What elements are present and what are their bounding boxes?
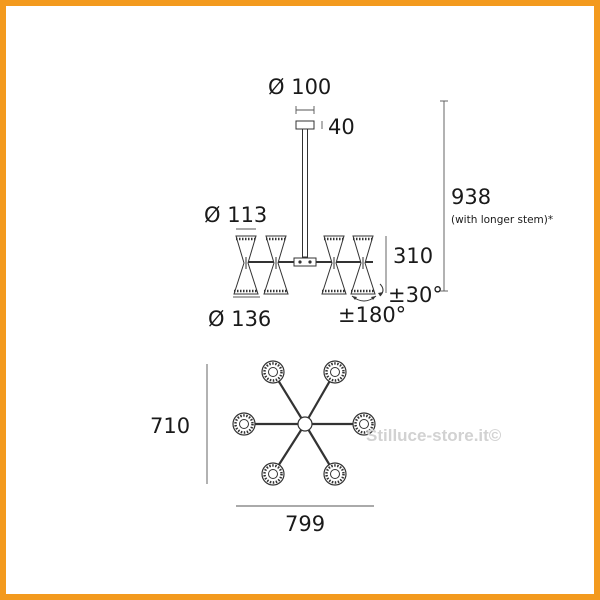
- canopy-diameter-label: Ø 100: [268, 75, 331, 99]
- lamp-rim-pattern: [325, 464, 345, 484]
- canopy-height-label: 40: [328, 115, 355, 139]
- lamp-inner-ring: [359, 419, 369, 429]
- lamp-top: [232, 412, 256, 436]
- lamp-shade: [321, 235, 347, 295]
- lamp-top: [323, 360, 347, 384]
- top-view: 710 799: [150, 360, 376, 536]
- rotation-label: ±180°: [338, 303, 406, 327]
- lamp-rim-pattern: [354, 414, 374, 434]
- central-hub: [293, 257, 317, 267]
- width-label: 799: [285, 512, 325, 536]
- lamp-shade: [263, 235, 289, 295]
- center-hub: [297, 416, 313, 432]
- hub-rivet: [298, 260, 302, 264]
- lamp-inner-ring: [239, 419, 249, 429]
- lamp-top: [261, 360, 285, 384]
- lamp-inner-ring: [268, 367, 278, 377]
- lamp-inner-ring: [330, 367, 340, 377]
- lamp-rim-pattern: [263, 464, 283, 484]
- shade-height-label: 310: [393, 244, 433, 268]
- lamp-top: [261, 462, 285, 486]
- stem: [302, 128, 308, 258]
- total-height-label: 938: [451, 185, 491, 209]
- tilt-label: ±30°: [388, 283, 443, 307]
- lamp-rim-pattern: [234, 414, 254, 434]
- lamp-rim-pattern: [325, 362, 345, 382]
- watermark: Stilluce-store.it©: [366, 426, 502, 445]
- shade-bottom-diameter-label: Ø 136: [208, 307, 271, 331]
- top-view-fixture: [232, 360, 376, 486]
- side-view: Ø 100 40 Ø 113 Ø 136 310 ±30° ±1: [204, 75, 553, 331]
- lamp-top: [323, 462, 347, 486]
- depth-label: 710: [150, 414, 190, 438]
- lamp-inner-ring: [268, 469, 278, 479]
- lamp-top: [352, 412, 376, 436]
- rotation-arrowhead-icon: [352, 296, 357, 300]
- lamp-shade: [350, 235, 376, 295]
- canopy: [295, 120, 315, 130]
- hub-rivet: [308, 260, 312, 264]
- tilt-arrow-icon: [379, 283, 384, 297]
- lamp-rim-pattern: [263, 362, 283, 382]
- tilt-arrowhead-icon: [378, 292, 383, 296]
- rotation-arrowhead-icon: [371, 296, 376, 300]
- lamp-inner-ring: [330, 469, 340, 479]
- lamp-shade: [233, 235, 259, 295]
- shades-group: [233, 235, 376, 295]
- shade-top-diameter-label: Ø 113: [204, 203, 267, 227]
- total-height-note: (with longer stem)*: [451, 214, 553, 226]
